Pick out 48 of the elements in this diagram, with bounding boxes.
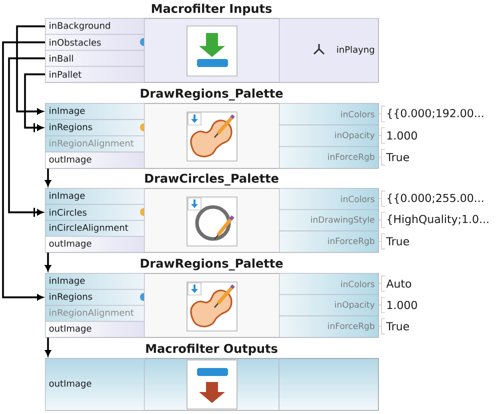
connector [45,338,51,356]
port-row: inRegions [45,119,145,136]
block-title: Macrofilter Inputs [152,4,272,16]
parameter-cell: inForceRgb [279,146,379,169]
port-row: inImage [45,103,145,120]
port-row: inImage [45,188,145,205]
parameter-cell: inColors [279,188,379,210]
connector [45,168,51,186]
parameter-cell: inPlayng [279,18,379,83]
block-title: Macrofilter Outputs [146,344,278,356]
value-text: True [386,153,409,162]
port-row: inImage [45,273,145,290]
connector [2,41,45,300]
port-row: inObstacles [45,34,145,51]
connector [8,57,45,217]
block-title: DrawRegions_Palette [140,88,283,100]
value-text: {HighQuality;1.0... [388,214,488,226]
parameter-cell: inOpacity [279,294,379,316]
parameter-cell: inColors [279,103,379,126]
parameter-cell: inColors [279,273,379,295]
port-row: inBall [45,50,145,67]
port-row: inBackground [45,18,145,35]
connector [24,73,45,132]
port-row: outImage [45,321,145,338]
parameter-cell: inOpacity [279,124,379,147]
parameter-cell: inForceRgb [279,316,379,338]
port-row: outImage [45,152,145,169]
block-title: DrawCircles_Palette [145,174,278,186]
connector [16,25,45,114]
value-text: {{0.000;192.00... [388,108,484,119]
value-text: {{0.000;255.00... [388,194,484,204]
port-row: inRegions [45,289,145,306]
value-text: 1.000 [387,131,417,140]
port-row: inRegionAlignment [45,305,145,322]
parameter-cell: inForceRgb [279,230,379,253]
value-text: 1.000 [387,300,417,310]
value-text: True [386,237,409,246]
port-row: inRegionAlignment [45,136,145,152]
port-row: inPallet [45,66,145,83]
port-row: outImage [45,358,145,411]
port-row: inCircleAlignment [45,220,145,237]
port-row: inCircles [45,204,145,221]
port-row: outImage [45,236,145,253]
parameter-cell: inDrawingStyle [279,209,379,232]
value-text: Auto [386,280,412,288]
block-title: DrawRegions_Palette [140,258,283,270]
value-text: True [386,322,409,330]
connector [45,252,51,272]
